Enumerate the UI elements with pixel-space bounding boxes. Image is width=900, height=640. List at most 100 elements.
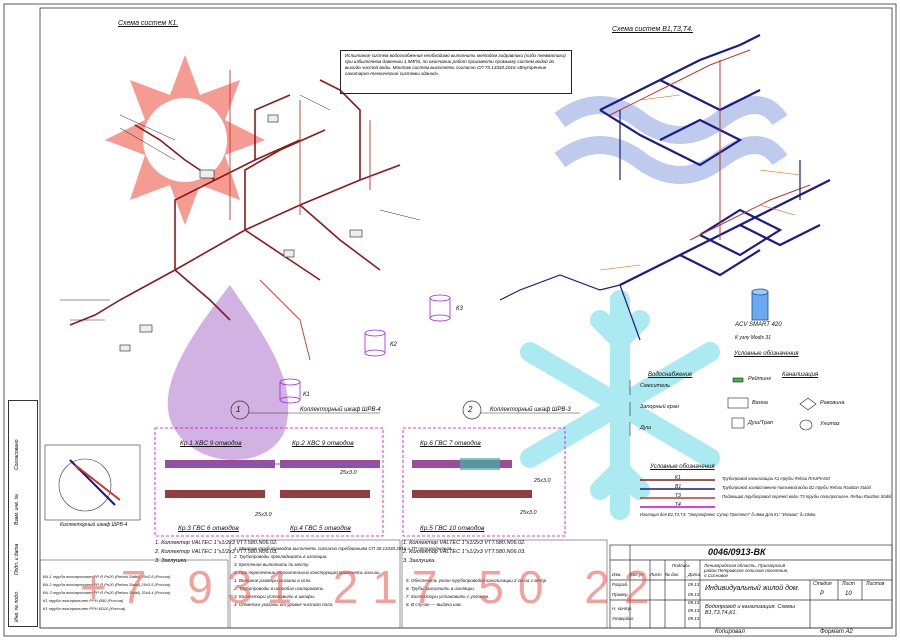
stamp-sheet: Лист xyxy=(650,572,662,577)
left-note-2: 2. Трубопроводы прокладывать в изоляции. xyxy=(234,554,328,559)
legend-symbols xyxy=(629,377,817,436)
cabinet-2-frame xyxy=(402,427,566,537)
document-project: Ленинградская область, Приозерский район… xyxy=(704,563,789,578)
right-note-1: 5. Обеспечить уклон трубопроводов канали… xyxy=(406,578,548,583)
legend-bath: Ванна xyxy=(752,400,768,406)
pipe-size-1: 25х3.0 xyxy=(340,470,357,476)
cabinet-2-collectors xyxy=(412,458,532,498)
pipe-table-3: ВЧ-3 труба полипропилен PP-R Pn20 (Rehau… xyxy=(43,590,171,595)
mid-note-4: 4. Отметки указаны от уровня чистого пол… xyxy=(234,602,334,607)
legend-line-k1-code: К1 xyxy=(675,475,681,481)
stamp-change: Изм. xyxy=(612,572,622,577)
cab2-note-1: 1. Коллектор VALTEC 1"х1/2х3 VTT.580.N06… xyxy=(403,540,526,546)
cab1-note-2: 2. Коллектор VALTEC 1"х1/2х3 VTT.580.N06… xyxy=(155,549,278,555)
legend-valve: Запорный кран xyxy=(640,404,679,410)
document-sheet-title: Водопровод и канализация. Схемы В1,Т3,Т4… xyxy=(705,604,796,616)
pipe-table-5: К1 труба полипропилен РРН Ø110 (Россия) xyxy=(43,606,126,611)
legend-line-t3-code: Т3 xyxy=(675,493,681,499)
side-stamp xyxy=(8,400,38,627)
watermark-sun-icon xyxy=(105,55,265,225)
pipe-size-3: 25х3.0 xyxy=(534,478,551,484)
boiler-sub-label: К узлу Modis 31 xyxy=(735,335,771,341)
pipe-table-4: К1 труба полипропилен РРН Ø50 (Россия) xyxy=(43,598,124,603)
legend-line-t4-text: Изоляция для В1,Т3,Т4: "Энергофлекс Супе… xyxy=(640,512,817,517)
legend-title: Условные обозначения xyxy=(734,351,799,357)
stamp-checked: Провер. xyxy=(612,592,629,597)
cabinet-detail-view xyxy=(44,444,141,521)
supply-feeder xyxy=(499,110,801,341)
manhole-k3-label: К3 xyxy=(456,306,463,312)
testing-note: Испытание систем водоснабжения необходим… xyxy=(340,50,572,94)
notes-boxes xyxy=(39,539,608,629)
k1-fixtures xyxy=(119,114,363,352)
left-note-1: 1. Монтаж трубопроводов выполнять соглас… xyxy=(234,546,453,551)
watermark-phone: +7 931 217 50 22 xyxy=(80,561,664,613)
cab1-note-1: 1. Коллектор VALTEC 1"х1/2х3 VTT.580.N06… xyxy=(155,540,278,546)
collector-kp2: Кр.2 ХВС 9 отводов xyxy=(292,440,354,447)
document-code: 0046/0913-ВК xyxy=(708,547,766,557)
cab1-note-3: 3. Заглушка. xyxy=(155,558,188,564)
collector-kp3: Кр.3 ГВС 6 отводов xyxy=(178,525,239,532)
stage-header: Стадия xyxy=(813,581,832,587)
title-block xyxy=(609,544,893,629)
left-note-3: 3. Крепление выполнить по месту. xyxy=(234,562,310,567)
manhole-k2-label: К2 xyxy=(390,342,397,348)
legend-lines xyxy=(640,479,715,508)
legend-line-b1-text: Трубопровод хозяйственно-питьевой воды В… xyxy=(722,485,872,490)
stamp-count: Кол.уч xyxy=(630,572,644,577)
stamp-date-4: 09.13 xyxy=(688,608,700,613)
legend-water-title: Водоснабжение xyxy=(648,372,693,378)
stamp-doc: № док. xyxy=(665,572,680,577)
pipe-size-4: 25х3.0 xyxy=(520,510,537,516)
stage-value: Р xyxy=(820,591,825,597)
stamp-date-3: 09.13 xyxy=(688,600,700,605)
water-scheme-title: Схема систем В1,Т3,Т4. xyxy=(612,26,693,33)
legend-rating: Рейтинг xyxy=(748,376,772,382)
cab2-note-3: 3. Заглушка. xyxy=(403,558,436,564)
hot-water-network xyxy=(609,49,811,241)
legend-sewer-title: Канализация xyxy=(782,372,819,378)
k1-risers xyxy=(229,70,371,361)
k1-scheme-title: Схема систем К1. xyxy=(118,20,179,27)
stamp-norm-control: Н. контр. xyxy=(612,606,633,611)
sheets-header: Листов xyxy=(866,581,885,587)
side-label-inventory: Инв. № подл. xyxy=(14,590,20,622)
cabinet-2-title: Коллекторный шкаф ШРВ-3 xyxy=(490,407,571,413)
watermark-snowflake-icon xyxy=(520,290,720,520)
legend-shower-drain: Душ/Трап xyxy=(748,420,774,426)
legend-lines-title: Условные обозначения xyxy=(650,464,715,470)
k1-sewer-network xyxy=(69,79,401,326)
stamp-date-1: 09.13 xyxy=(688,582,700,587)
right-note-4: 8. В случае — выдача изм. xyxy=(406,602,462,607)
left-note-4: 4. При пересечении строительных конструк… xyxy=(234,570,381,575)
mid-note-3: 3. Коллекторы установить в шкафы. xyxy=(234,594,316,599)
collector-kp6: Кр.6 ГВС 7 отводов xyxy=(420,440,481,447)
right-note-2: 6. Трубы выполнить в изоляции. xyxy=(406,586,476,591)
legend-line-t3-text: Подающий трубопровод горячей воды Т3 тру… xyxy=(722,494,893,499)
legend-mixer: Смеситель xyxy=(640,383,671,389)
stamp-date-5: 09.13 xyxy=(688,616,700,621)
sheet-number: 10 xyxy=(845,591,852,597)
outer-frame xyxy=(3,3,897,637)
stamp-approved: Утвердил xyxy=(612,616,634,621)
side-label-sign-date: Подп. и дата xyxy=(14,543,20,575)
document-object: Индивидуальный жилой дом. xyxy=(705,585,800,592)
boiler-label: ACV SMART 420 xyxy=(735,322,782,328)
copied-label: Копировал xyxy=(715,629,745,635)
side-label-agreed: Согласовано xyxy=(14,439,20,471)
pipe-table-2: ВЧ-2 труба полипропилен PP-R Pn20 (Rehau… xyxy=(43,582,171,587)
legend-shower: Душ xyxy=(640,425,652,431)
right-note-3: 7. Коллекторы установить с уклоном. xyxy=(406,594,490,599)
water-leaders xyxy=(599,94,801,271)
manhole-k1-label: К1 xyxy=(303,392,310,398)
collector-kp5: Кр.5 ГВС 10 отводов xyxy=(420,525,485,532)
pipe-table-1: ВЧ-1 труба полипропилен PP-R Pn20 (Rehau… xyxy=(43,574,171,579)
cabinet-2-marker xyxy=(462,400,482,420)
collector-kp1: Кр.1 ХВС 9 отводов xyxy=(180,440,242,447)
cabinet-1-collectors xyxy=(165,460,380,498)
cab2-note-2: 2. Коллектор VALTEC 1"х1/2х3 VTT.580.N06… xyxy=(403,549,526,555)
legend-line-b1-code: В1 xyxy=(675,484,682,490)
k1-leader-lines xyxy=(60,94,421,321)
